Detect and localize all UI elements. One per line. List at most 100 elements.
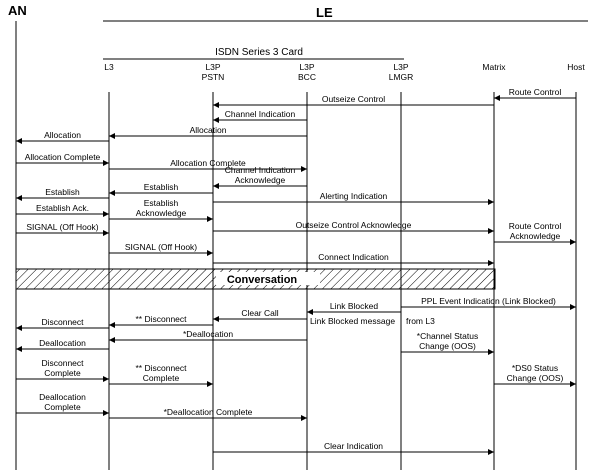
arrow-head-icon — [488, 260, 494, 266]
message-10: Alerting Indication — [213, 191, 494, 205]
message-16: SIGNAL (Off Hook) — [109, 242, 213, 256]
arrow-head-icon — [570, 239, 576, 245]
arrow-head-icon — [109, 190, 115, 196]
message-4: Allocation — [16, 130, 109, 144]
message-label: Channel Indication — [225, 165, 296, 175]
arrow-head-icon — [103, 230, 109, 236]
message-13: Outseize Control Acknowledge — [213, 220, 494, 234]
arrow-head-icon — [494, 95, 500, 101]
column-label-l3: L3 — [104, 62, 114, 72]
message-label: Deallocation — [39, 338, 86, 348]
message-label: Acknowledge — [136, 208, 187, 218]
message-label: Complete — [44, 402, 81, 412]
message-label: Clear Indication — [324, 441, 383, 451]
column-label-bcc: L3P — [299, 62, 314, 72]
message-label: Allocation — [44, 130, 81, 140]
message-31: Clear Indication — [213, 441, 494, 455]
message-label: PPL Event Indication (Link Blocked) — [421, 296, 556, 306]
arrow-head-icon — [16, 138, 22, 144]
message-label: Disconnect — [41, 358, 84, 368]
message-label: Route Control — [509, 87, 562, 97]
message-label: Alerting Indication — [320, 191, 388, 201]
arrow-head-icon — [16, 195, 22, 201]
arrow-head-icon — [213, 117, 219, 123]
message-label: *DS0 Status — [512, 363, 558, 373]
column-label-bcc: BCC — [298, 72, 316, 82]
column-label-host: Host — [567, 62, 585, 72]
message-8: Establish — [109, 182, 213, 196]
arrow-head-icon — [207, 216, 213, 222]
message-label: *Deallocation Complete — [164, 407, 253, 417]
message-30: *Deallocation Complete — [109, 407, 307, 421]
arrow-head-icon — [109, 133, 115, 139]
an-header: AN — [8, 3, 27, 18]
column-label-pstn: L3P — [205, 62, 220, 72]
message-label: Change (OOS) — [419, 341, 476, 351]
arrow-head-icon — [207, 250, 213, 256]
message-label: Establish — [45, 187, 80, 197]
arrow-head-icon — [488, 449, 494, 455]
lifelines — [15, 21, 577, 470]
message-label: SIGNAL (Off Hook) — [26, 222, 98, 232]
message-2: Channel Indication — [213, 109, 307, 123]
message-25: Deallocation — [16, 338, 109, 352]
message-label: Link Blocked — [330, 301, 378, 311]
message-label: Change (OOS) — [507, 373, 564, 383]
arrow-head-icon — [488, 228, 494, 234]
message-label: Complete — [44, 368, 81, 378]
arrow-head-icon — [109, 322, 115, 328]
card-title: ISDN Series 3 Card — [215, 47, 303, 58]
le-header: LE — [316, 5, 333, 20]
arrow-head-icon — [207, 381, 213, 387]
message-label: ** Disconnect — [135, 314, 187, 324]
conversation-label: Conversation — [227, 274, 298, 286]
message-17: Connect Indication — [213, 252, 494, 266]
column-label-lmgr: L3P — [393, 62, 408, 72]
message-label: Allocation Complete — [170, 158, 246, 168]
message-label: Outseize Control — [322, 94, 385, 104]
message-20: Clear Call — [213, 308, 307, 322]
note-line-1: Link Blocked message — [310, 316, 395, 326]
message-19: Link Blocked — [307, 301, 401, 315]
arrow-head-icon — [301, 415, 307, 421]
message-label: Deallocation — [39, 392, 86, 402]
message-label: Allocation Complete — [25, 152, 101, 162]
conversation-label-bg — [216, 272, 320, 285]
arrow-head-icon — [16, 325, 22, 331]
arrow-head-icon — [103, 376, 109, 382]
message-label: Acknowledge — [510, 231, 561, 241]
message-label: Channel Indication — [225, 109, 296, 119]
column-label-matrix: Matrix — [482, 62, 506, 72]
arrow-head-icon — [301, 166, 307, 172]
message-label: Outseize Control Acknowledge — [296, 220, 412, 230]
message-label: SIGNAL (Off Hook) — [125, 242, 197, 252]
arrow-head-icon — [109, 337, 115, 343]
message-label: Complete — [143, 373, 180, 383]
arrow-head-icon — [16, 346, 22, 352]
message-label: Establish — [144, 198, 179, 208]
arrow-head-icon — [570, 381, 576, 387]
message-label: Connect Indication — [318, 252, 389, 262]
message-label: Establish — [144, 182, 179, 192]
message-21: ** Disconnect — [109, 314, 213, 328]
arrow-head-icon — [213, 316, 219, 322]
note-line-2: from L3 — [406, 316, 435, 326]
arrow-head-icon — [103, 211, 109, 217]
message-label: *Deallocation — [183, 329, 233, 339]
message-label: ** Disconnect — [135, 363, 187, 373]
arrow-head-icon — [103, 410, 109, 416]
arrow-head-icon — [307, 309, 313, 315]
message-9: Establish — [16, 187, 109, 201]
message-11: Establish Ack. — [16, 203, 109, 217]
message-label: Disconnect — [41, 317, 84, 327]
column-label-lmgr: LMGR — [389, 72, 414, 82]
